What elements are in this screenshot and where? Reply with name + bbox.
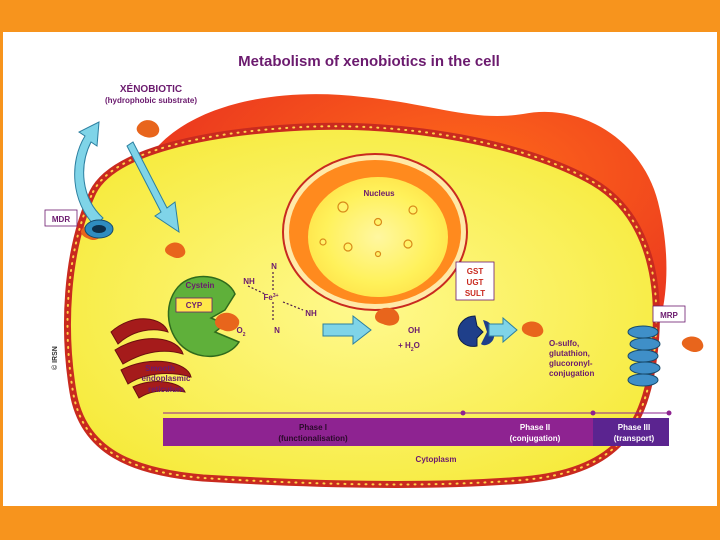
- diagram-title: Metabolism of xenobiotics in the cell: [238, 53, 500, 70]
- phase2-desc: (conjugation): [510, 434, 561, 443]
- phase2-enzyme: [457, 315, 484, 347]
- mdr-efflux-arrow: [74, 121, 104, 227]
- substrate-label: (hydrophobic substrate): [105, 96, 197, 105]
- chem-h2o: + H2O: [398, 341, 420, 353]
- mdr-label: MDR: [52, 215, 70, 224]
- ser-label-1: Smooth: [145, 364, 175, 373]
- cyp-enzyme: [167, 275, 241, 358]
- mrp-label: MRP: [660, 311, 678, 320]
- conjugation-line-2: glutathion,: [549, 349, 590, 358]
- chem-fe: Fe3+: [263, 293, 278, 302]
- cystein-label: Cystein: [186, 281, 215, 290]
- mdr-transporter: [84, 219, 114, 239]
- ser-label-3: reticulum: [148, 385, 184, 394]
- chem-oh: OH: [408, 326, 420, 335]
- phase1-name: Phase I: [299, 423, 327, 432]
- phase2-arrow: [488, 316, 518, 344]
- mrp-transporter: [627, 325, 661, 387]
- chem-n-top: N: [271, 262, 277, 271]
- influx-arrow: [126, 141, 180, 234]
- chem-nh-right: NH: [305, 309, 317, 318]
- nucleolus-dots: [319, 201, 418, 258]
- mdr-box: [44, 209, 78, 227]
- conjugation-line-3: glucoronyl-: [549, 359, 593, 368]
- diagram-svg: Metabolism of xenobiotics in the cell Nu…: [44, 53, 704, 488]
- phase3-bar: [593, 418, 669, 446]
- diagram-panel: Metabolism of xenobiotics in the cell Nu…: [3, 32, 717, 506]
- enzyme-sult: SULT: [465, 289, 485, 298]
- phase3-desc: (transport): [614, 434, 655, 443]
- cyp-label: CYP: [186, 301, 203, 310]
- conjugation-line-4: conjugation: [549, 369, 594, 378]
- enzyme-gst: GST: [467, 267, 484, 276]
- phase1-desc: (functionalisation): [278, 434, 348, 443]
- copyright-label: © IRSN: [51, 346, 59, 370]
- enzyme-ugt: UGT: [467, 278, 484, 287]
- cyp-box: [175, 297, 213, 313]
- ser-label-2: endoplasmic: [142, 374, 191, 383]
- phase2-bar: [463, 418, 593, 446]
- chem-n-bottom: N: [274, 326, 280, 335]
- phase1-bar: [163, 418, 463, 446]
- conjugation-line-1: O-sulfo,: [549, 339, 579, 348]
- chem-o2: O2: [236, 326, 245, 338]
- phase1-arrow: [322, 314, 372, 346]
- substrate-cyp: [215, 312, 240, 332]
- chem-nh-left: NH: [243, 277, 255, 286]
- smooth-er: [110, 318, 192, 399]
- heme-dotted-lines: [247, 272, 304, 320]
- phase2-name: Phase II: [520, 423, 550, 432]
- phase3-name: Phase III: [618, 423, 650, 432]
- cytoplasm-label: Cytoplasm: [416, 455, 457, 464]
- phase-dots: [460, 410, 672, 416]
- xenobiotic-label: XÉNOBIOTIC: [120, 82, 182, 95]
- enzymes-box: [455, 261, 495, 301]
- nucleus-label: Nucleus: [363, 189, 395, 198]
- mrp-box: [652, 305, 686, 323]
